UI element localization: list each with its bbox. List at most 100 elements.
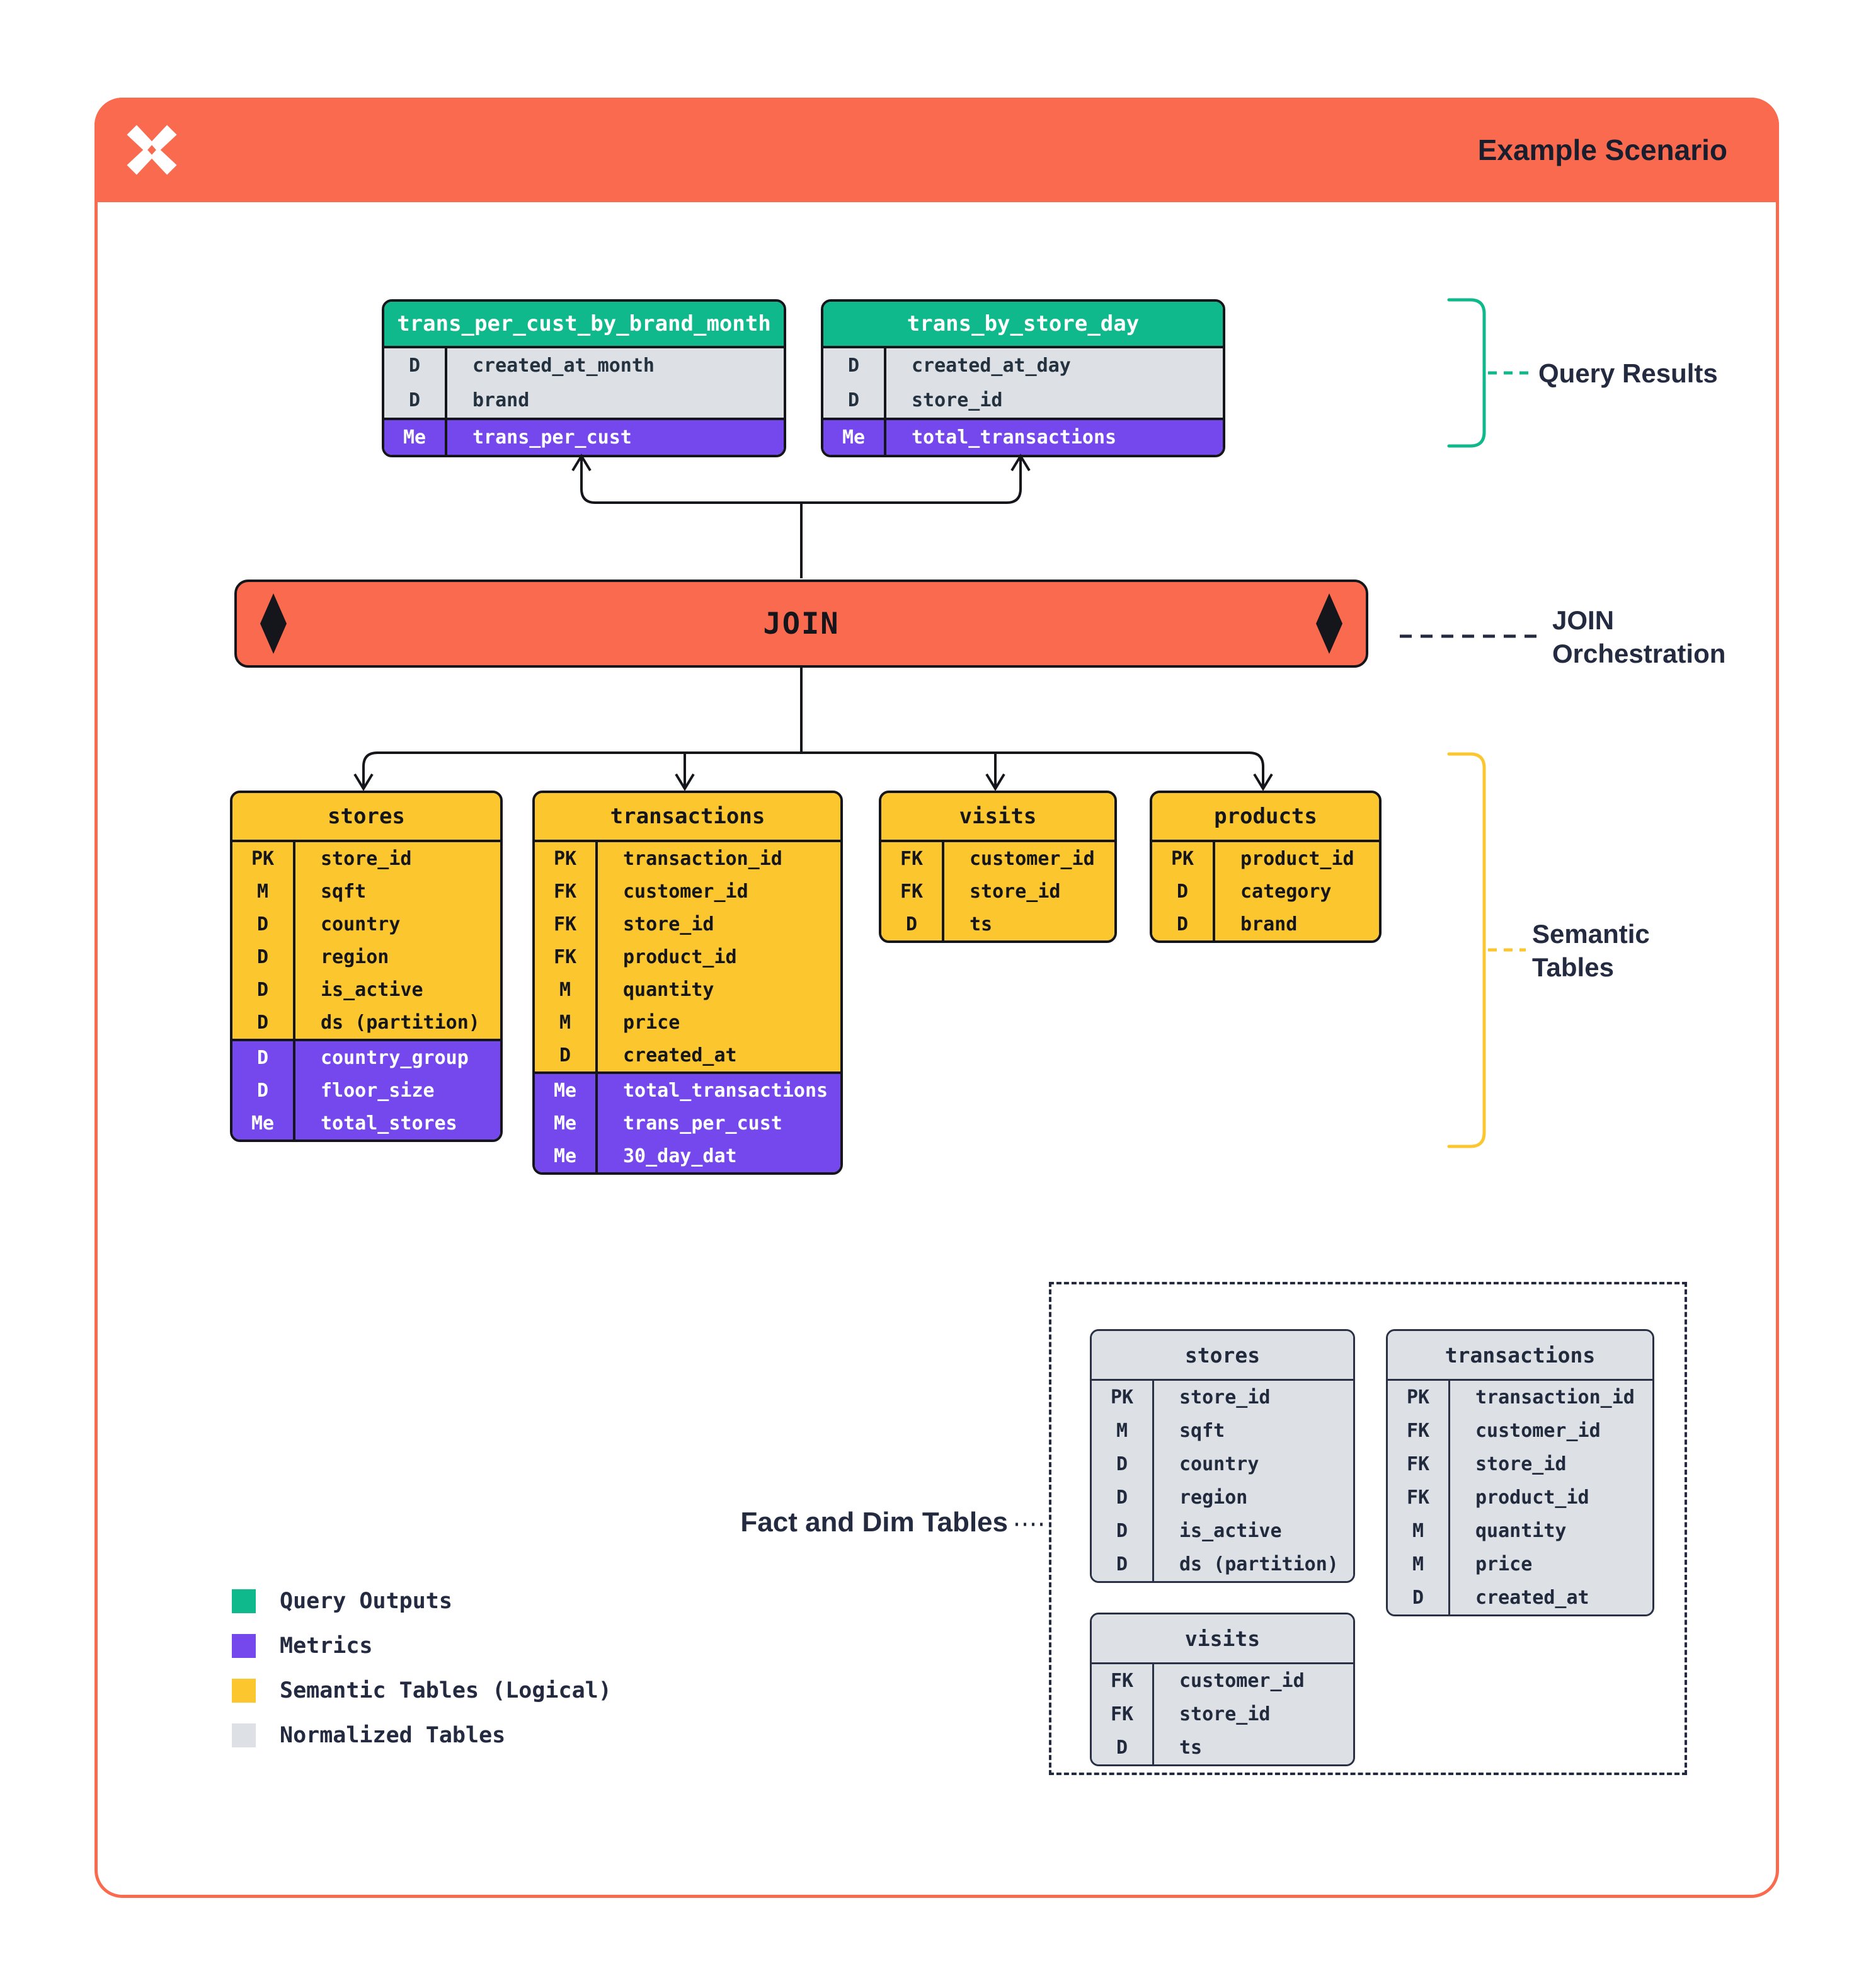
field-name: category: [1213, 875, 1379, 908]
field-name: country: [293, 908, 500, 940]
semantic-tables-label-line1: Semantic: [1532, 919, 1650, 949]
table-title: stores: [1092, 1331, 1353, 1381]
field-badge: D: [1176, 913, 1189, 935]
field-name: customer_id: [1152, 1664, 1353, 1698]
legend-label: Query Outputs: [280, 1589, 452, 1614]
table-row: Me trans_per_cust: [535, 1107, 840, 1140]
field-name: quantity: [1448, 1514, 1652, 1548]
field-badge: D: [408, 389, 421, 411]
field-name: customer_id: [942, 842, 1114, 875]
metrics-swatch-icon: [232, 1634, 256, 1658]
table-row: D store_id: [823, 383, 1223, 418]
table-title: products: [1152, 793, 1379, 842]
semantic-tables-label: Semantic Tables: [1532, 917, 1650, 984]
join-orchestration-label-line2: Orchestration: [1552, 639, 1726, 668]
table-title: transactions: [535, 793, 840, 842]
field-badge: D: [256, 1011, 269, 1034]
field-name: transaction_id: [1448, 1381, 1652, 1414]
field-badge: PK: [1406, 1386, 1430, 1408]
field-name: created_at: [595, 1039, 840, 1071]
field-name: created_at: [1448, 1581, 1652, 1614]
field-name: product_id: [595, 940, 840, 973]
field-name: trans_per_cust: [595, 1107, 840, 1140]
legend-label: Metrics: [280, 1633, 373, 1659]
field-name: country_group: [293, 1041, 500, 1074]
legend: Query Outputs Metrics Semantic Tables (L…: [232, 1589, 612, 1768]
field-badge: PK: [251, 847, 275, 870]
field-name: region: [293, 940, 500, 973]
field-name: quantity: [595, 973, 840, 1006]
page-title: Example Scenario: [1477, 134, 1727, 166]
field-badge: D: [1176, 880, 1189, 903]
table-row: Me total_stores: [232, 1107, 500, 1140]
field-badge: FK: [1110, 1670, 1134, 1692]
join-orchestration-label: JOIN Orchestration: [1552, 603, 1725, 670]
table-row: Me total_transactions: [823, 420, 1223, 455]
normalized-tables-swatch-icon: [232, 1723, 256, 1747]
field-name: total_stores: [293, 1107, 500, 1140]
field-name: transaction_id: [595, 842, 840, 875]
field-name: price: [595, 1006, 840, 1039]
field-name: brand: [1213, 908, 1379, 940]
field-badge: D: [1116, 1487, 1128, 1509]
field-badge: Me: [842, 426, 866, 448]
field-badge: D: [905, 913, 918, 935]
field-badge: PK: [553, 847, 577, 870]
field-badge: FK: [553, 880, 577, 903]
field-badge: D: [408, 355, 421, 377]
table-row: D created_at_month: [384, 348, 784, 383]
table-row: FK customer_id: [1092, 1664, 1353, 1698]
query-result-table: trans_per_cust_by_brand_month D created_…: [382, 299, 786, 457]
field-name: trans_per_cust: [445, 420, 784, 455]
field-name: is_active: [1152, 1514, 1353, 1548]
field-badge: FK: [1406, 1453, 1430, 1475]
field-name: 30_day_dat: [595, 1140, 840, 1172]
field-badge: Me: [553, 1112, 577, 1134]
dimension-section: D created_at_month D brand: [384, 348, 784, 418]
field-badge: D: [1116, 1553, 1128, 1575]
table-title: trans_per_cust_by_brand_month: [384, 302, 784, 348]
field-badge: M: [256, 880, 269, 903]
field-name: store_id: [595, 908, 840, 940]
field-badge: D: [847, 389, 860, 411]
field-badge: FK: [553, 945, 577, 968]
fact-dim-label: Fact and Dim Tables: [740, 1507, 1008, 1538]
query-results-label: Query Results: [1538, 358, 1718, 388]
join-orchestration-label-line1: JOIN: [1552, 605, 1615, 635]
field-badge: Me: [251, 1112, 275, 1134]
metric-section: Me trans_per_cust: [384, 418, 784, 455]
field-name: country: [1152, 1448, 1353, 1481]
field-badge: D: [256, 978, 269, 1001]
field-badge: FK: [1406, 1420, 1430, 1442]
semantic-tables-swatch-icon: [232, 1679, 256, 1703]
table-title: trans_by_store_day: [823, 302, 1223, 348]
legend-label: Normalized Tables: [280, 1723, 506, 1748]
field-name: total_transactions: [884, 420, 1223, 455]
field-badge: FK: [900, 847, 924, 870]
